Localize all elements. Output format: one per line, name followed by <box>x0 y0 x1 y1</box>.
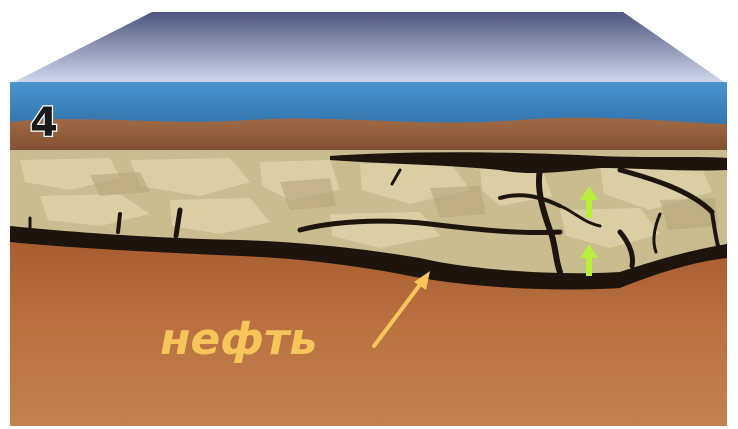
block-top-face <box>10 12 727 84</box>
step-number: 4 <box>30 103 58 143</box>
oil-label: нефть <box>160 318 317 362</box>
